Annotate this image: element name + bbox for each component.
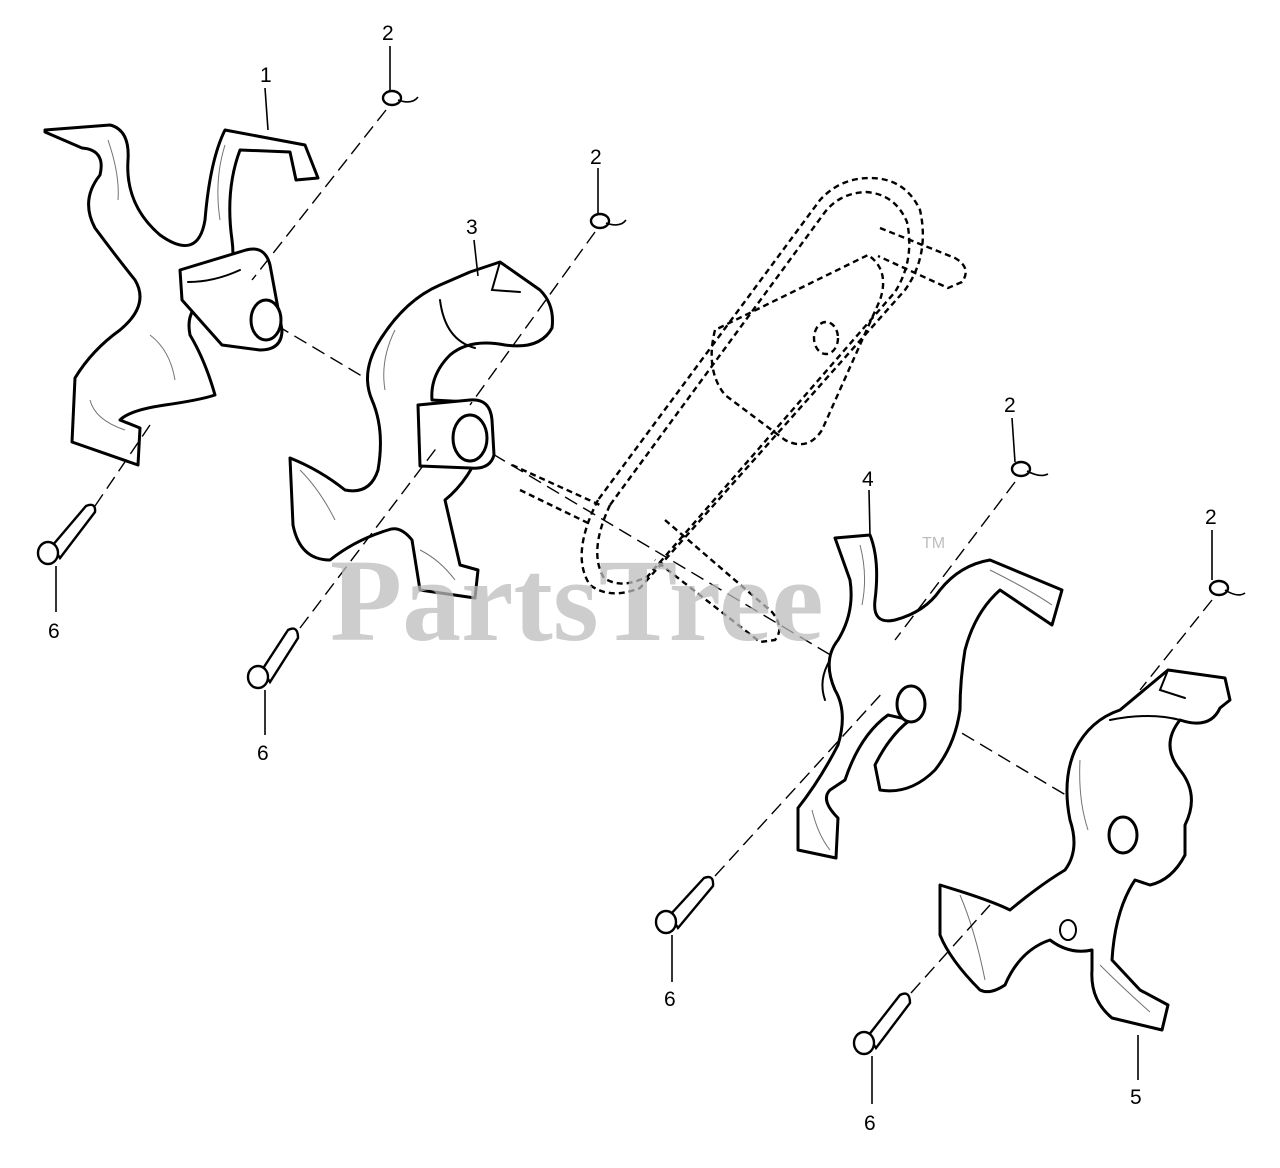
part-2-clip-d [1208, 579, 1246, 597]
part-6-pin-d [852, 992, 912, 1056]
part-5-outer-tine [938, 668, 1232, 1032]
callout-2-a: 2 [382, 22, 394, 45]
callout-6-d: 6 [864, 1112, 876, 1135]
assembly-axis-line [149, 249, 1176, 861]
callout-2-c: 2 [1004, 394, 1016, 417]
callout-3: 3 [466, 216, 478, 239]
part-4-tine [796, 533, 1064, 860]
leader-lines [55, 46, 1213, 1104]
callout-2-b: 2 [590, 146, 602, 169]
callout-6-b: 6 [257, 742, 269, 765]
part-6-pin-b [246, 627, 300, 690]
callout-5: 5 [1130, 1086, 1142, 1109]
watermark-text: PartsTree [330, 535, 824, 666]
callout-4: 4 [862, 468, 874, 491]
part-6-pin-c [654, 875, 715, 935]
callout-1: 1 [260, 64, 272, 87]
part-2-clip-a [381, 89, 419, 107]
part-6-pin-a [36, 503, 97, 566]
part-2-clip-b [589, 212, 627, 230]
callout-6-c: 6 [664, 988, 676, 1011]
part-3-inner-tine [288, 260, 554, 600]
part-1-outer-tine [43, 123, 320, 467]
part-2-clip-c [1010, 460, 1049, 478]
assembly-lines [94, 109, 1213, 994]
callout-6-a: 6 [48, 620, 60, 643]
callout-2-d: 2 [1205, 506, 1217, 529]
drive-housing-phantom [511, 176, 967, 644]
watermark-trademark: TM [922, 535, 945, 552]
